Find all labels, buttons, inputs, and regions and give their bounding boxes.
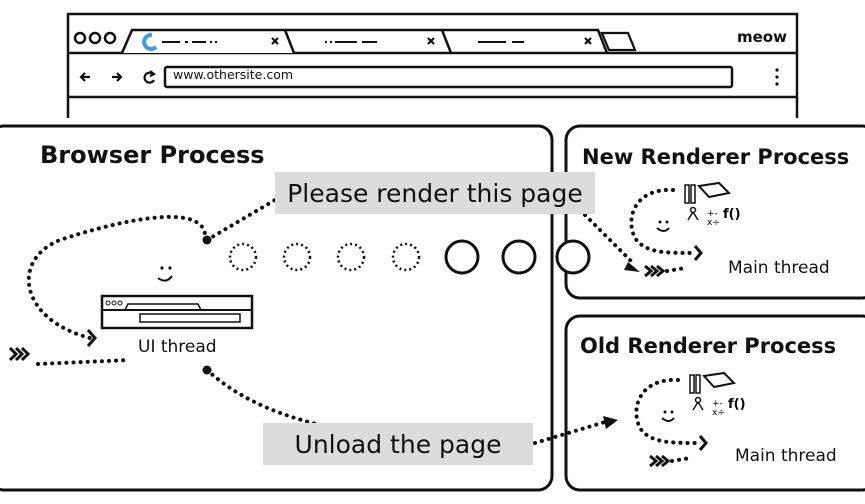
url-text[interactable]: www.othersite.com bbox=[173, 67, 294, 82]
profile-label: meow bbox=[737, 28, 787, 46]
reload-icon[interactable] bbox=[143, 70, 157, 84]
forward-icon[interactable] bbox=[112, 72, 123, 82]
render-request-arrow bbox=[205, 198, 277, 242]
close-tab-icon[interactable] bbox=[271, 37, 279, 45]
old-renderer-main-thread-worker bbox=[634, 371, 748, 468]
new-tab-icon[interactable] bbox=[600, 31, 637, 52]
ui-thread-label: UI thread bbox=[138, 337, 217, 357]
window-controls-icon[interactable] bbox=[73, 31, 117, 45]
old-renderer-process-box bbox=[564, 314, 865, 492]
message-circles bbox=[228, 239, 591, 275]
browser-process-box bbox=[0, 124, 554, 492]
new-renderer-main-thread-worker bbox=[629, 181, 743, 278]
mini-browser-icon bbox=[100, 294, 254, 330]
unload-request-arrow bbox=[205, 368, 322, 427]
close-tab-icon[interactable] bbox=[584, 37, 592, 45]
back-icon[interactable] bbox=[79, 72, 90, 82]
new-renderer-thread-label: Main thread bbox=[728, 258, 830, 278]
browser-process-title: Browser Process bbox=[40, 141, 265, 169]
unload-callout: Unload the page bbox=[263, 423, 533, 465]
ui-thread-worker bbox=[8, 214, 254, 366]
old-renderer-title: Old Renderer Process bbox=[580, 334, 837, 358]
loading-spinner-icon bbox=[142, 32, 158, 51]
render-request-callout: Please render this page bbox=[275, 172, 595, 214]
browser-window bbox=[66, 12, 799, 118]
address-bar[interactable] bbox=[163, 65, 734, 89]
menu-kebab-icon[interactable] bbox=[775, 68, 779, 86]
old-renderer-thread-label: Main thread bbox=[735, 446, 837, 466]
new-renderer-title: New Renderer Process bbox=[582, 145, 850, 169]
tab-active[interactable] bbox=[120, 28, 296, 54]
close-tab-icon[interactable] bbox=[427, 37, 435, 45]
tab-3[interactable] bbox=[442, 28, 609, 54]
